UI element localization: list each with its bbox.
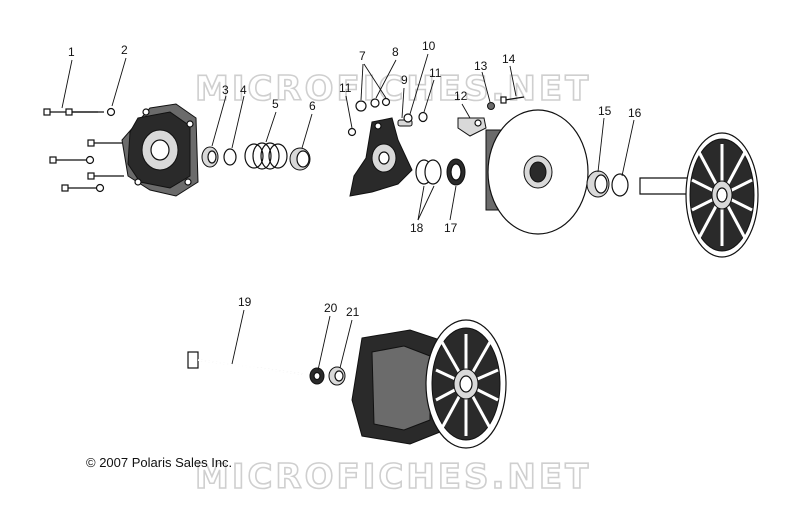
part-2-washers: [85, 107, 116, 193]
callout-12: 12: [454, 89, 468, 103]
callout-16: 16: [628, 106, 642, 120]
callout-6: 6: [309, 99, 316, 113]
part-18-rings: [415, 159, 442, 185]
assembled-clutch: [351, 319, 507, 449]
part-19-long-bolt: [187, 351, 303, 375]
callout-14: 14: [502, 52, 516, 66]
part-3-bushing: [201, 146, 219, 168]
callout-11-a: 11: [339, 81, 352, 95]
part-11-washer-a: [347, 127, 357, 137]
part-11-washer-b: [418, 111, 428, 123]
watermark-bottom: MICROFICHES.NET: [195, 457, 591, 497]
callout-20: 20: [324, 301, 338, 315]
callout-labels: 1 2 3 4 5 6 7 8 9 10 11 11 12 13 14 15 1…: [68, 39, 642, 319]
callout-4: 4: [240, 83, 247, 97]
leader-lines: [61, 53, 635, 371]
part-13-nut: [487, 102, 495, 110]
copyright-text: © 2007 Polaris Sales Inc.: [86, 455, 233, 470]
part-14-bolt: [500, 96, 525, 104]
part-7-rollers: [355, 98, 380, 112]
part-21-bushing: [328, 366, 346, 386]
callout-21: 21: [346, 305, 360, 319]
callout-10: 10: [422, 39, 436, 53]
spider-assembly: [349, 117, 413, 197]
clutch-cover: [121, 103, 199, 197]
callout-3: 3: [222, 83, 229, 97]
callout-7: 7: [359, 49, 366, 63]
moveable-sheave: [485, 109, 589, 235]
callout-2: 2: [121, 43, 128, 57]
callout-1: 1: [68, 45, 75, 59]
part-15-bushing: [586, 170, 610, 198]
callout-17: 17: [444, 221, 458, 235]
callout-9: 9: [401, 73, 408, 87]
part-20-washer: [309, 367, 325, 385]
callout-15: 15: [598, 104, 612, 118]
part-12-weight: [457, 117, 487, 137]
callout-5: 5: [272, 97, 279, 111]
part-5-spring: [244, 142, 288, 170]
part-4-ring: [223, 148, 237, 166]
part-1-bolts: [43, 108, 124, 192]
part-16-ring: [611, 173, 629, 197]
callout-8: 8: [392, 45, 399, 59]
part-17-seal: [446, 158, 466, 186]
part-6-spring-cup: [289, 147, 311, 171]
part-8-washers: [381, 97, 391, 107]
fixed-sheave: [639, 132, 759, 258]
part-10-bushing: [403, 113, 413, 123]
callout-19: 19: [238, 295, 252, 309]
callout-11-b: 11: [429, 66, 442, 80]
watermark-top: MICROFICHES.NET: [195, 69, 591, 109]
callout-18: 18: [410, 221, 424, 235]
callout-13: 13: [474, 59, 488, 73]
